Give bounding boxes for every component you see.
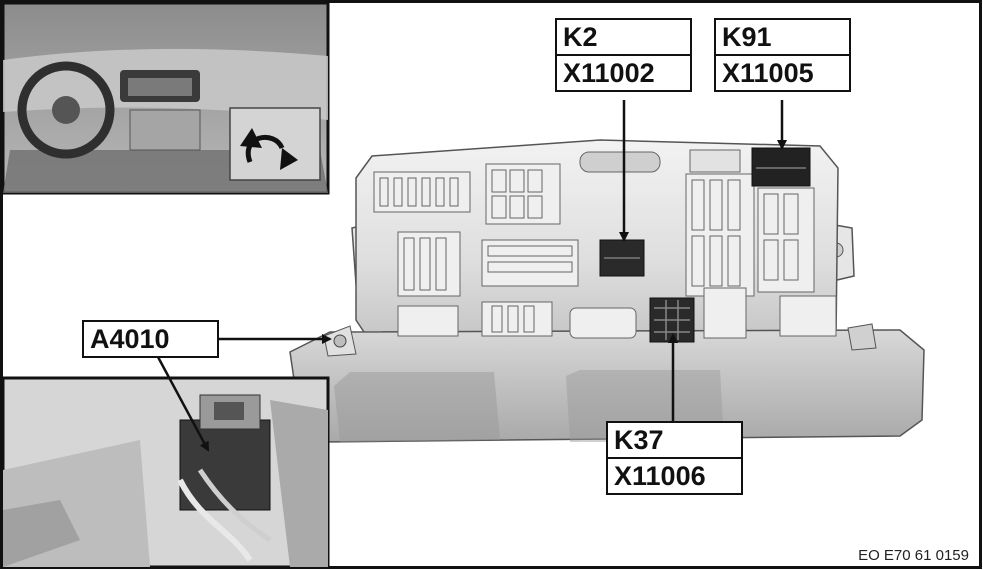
- label-k2-relay: K2: [563, 22, 598, 52]
- label-a4010: A4010: [82, 320, 219, 358]
- label-k91: K91 X11005: [714, 18, 851, 92]
- label-k37: K37 X11006: [606, 421, 743, 495]
- steering-wheel-icon: [17, 61, 115, 159]
- label-k37-connector: X11006: [608, 457, 741, 493]
- inset-module-closeup: [1, 376, 330, 569]
- label-k2-connector: X11002: [557, 54, 690, 90]
- figure-caption: EO E70 61 0159: [858, 547, 969, 564]
- label-k91-relay: K91: [722, 22, 772, 52]
- label-k91-connector: X11005: [716, 54, 849, 90]
- inset-dashboard: [1, 1, 330, 195]
- arrow-a4010-inset: [156, 356, 210, 452]
- label-k2: K2 X11002: [555, 18, 692, 92]
- fuse-box-illustration: [289, 139, 925, 443]
- rotation-arrow-icon: [245, 134, 285, 163]
- label-k37-relay: K37: [614, 425, 664, 455]
- label-a4010-module: A4010: [90, 324, 170, 354]
